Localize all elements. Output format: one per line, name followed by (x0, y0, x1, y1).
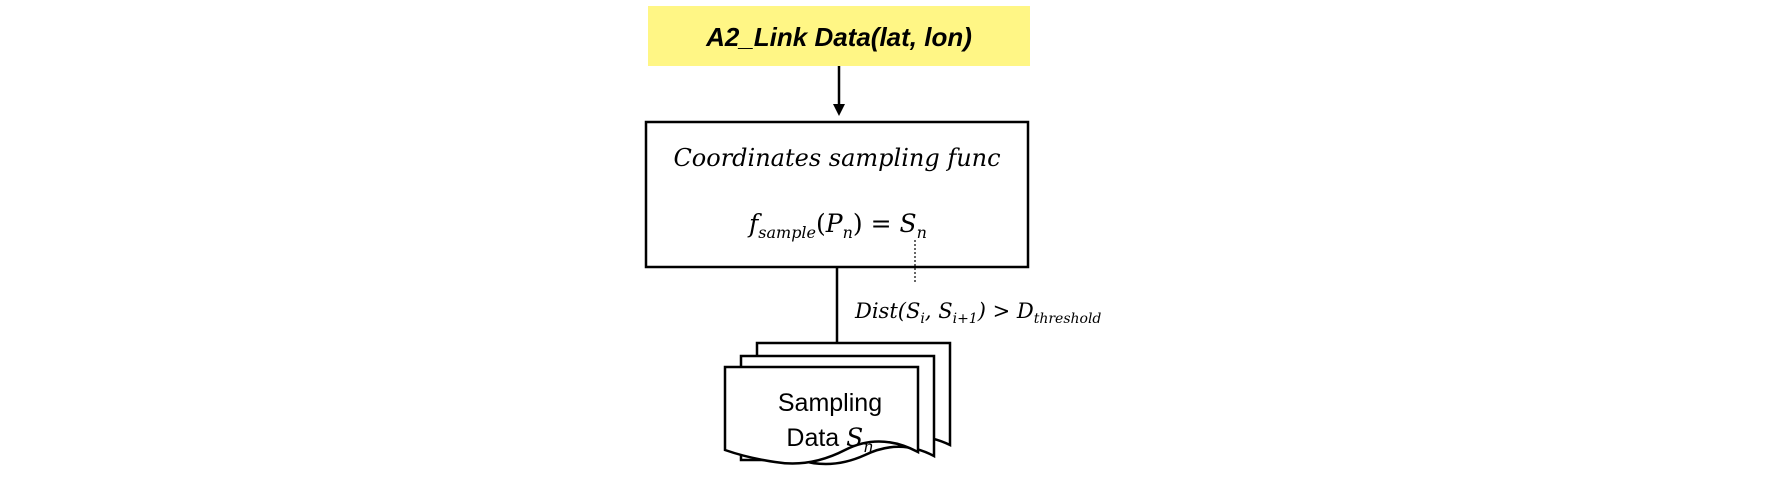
process-node: Coordinates sampling func fsample(Pn) = … (644, 120, 1030, 269)
input-node-label: A2_Link Data(lat, lon) (705, 22, 972, 52)
condition-label: Dist(Si, Si+1) > Dthreshold (854, 299, 1101, 327)
process-node-title: Coordinates sampling func (673, 144, 1000, 172)
process-node-box (644, 120, 1030, 269)
output-node: Sampling Data Sn (723, 341, 952, 466)
input-node: A2_Link Data(lat, lon) (648, 6, 1030, 66)
output-doc-front (723, 365, 920, 465)
output-node-line1: Sampling (778, 389, 882, 417)
output-node-line2: Data Sn (786, 423, 873, 456)
process-node-formula: fsample(Pn) = Sn (747, 209, 927, 242)
input-node-box (648, 6, 1030, 66)
